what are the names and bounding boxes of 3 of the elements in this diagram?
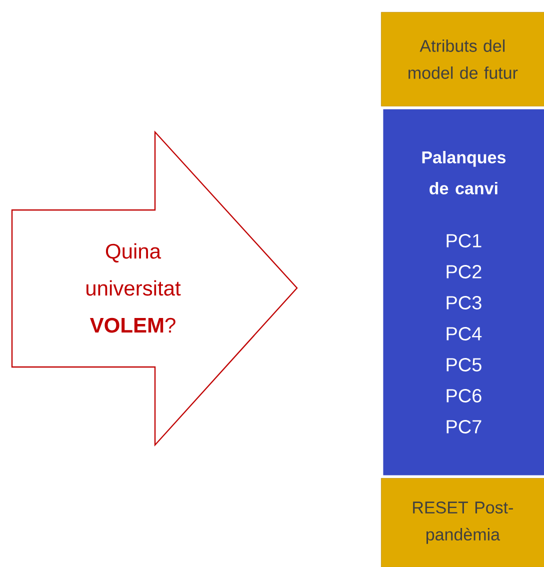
attribute-box: Atributs del model de futur	[381, 12, 544, 106]
attribute-box: RESET Post-pandèmia	[381, 478, 544, 567]
lever-panel: Palanques de canvi PC1 PC2 PC3 PC4 PC5 PC6 PC7	[383, 109, 544, 476]
